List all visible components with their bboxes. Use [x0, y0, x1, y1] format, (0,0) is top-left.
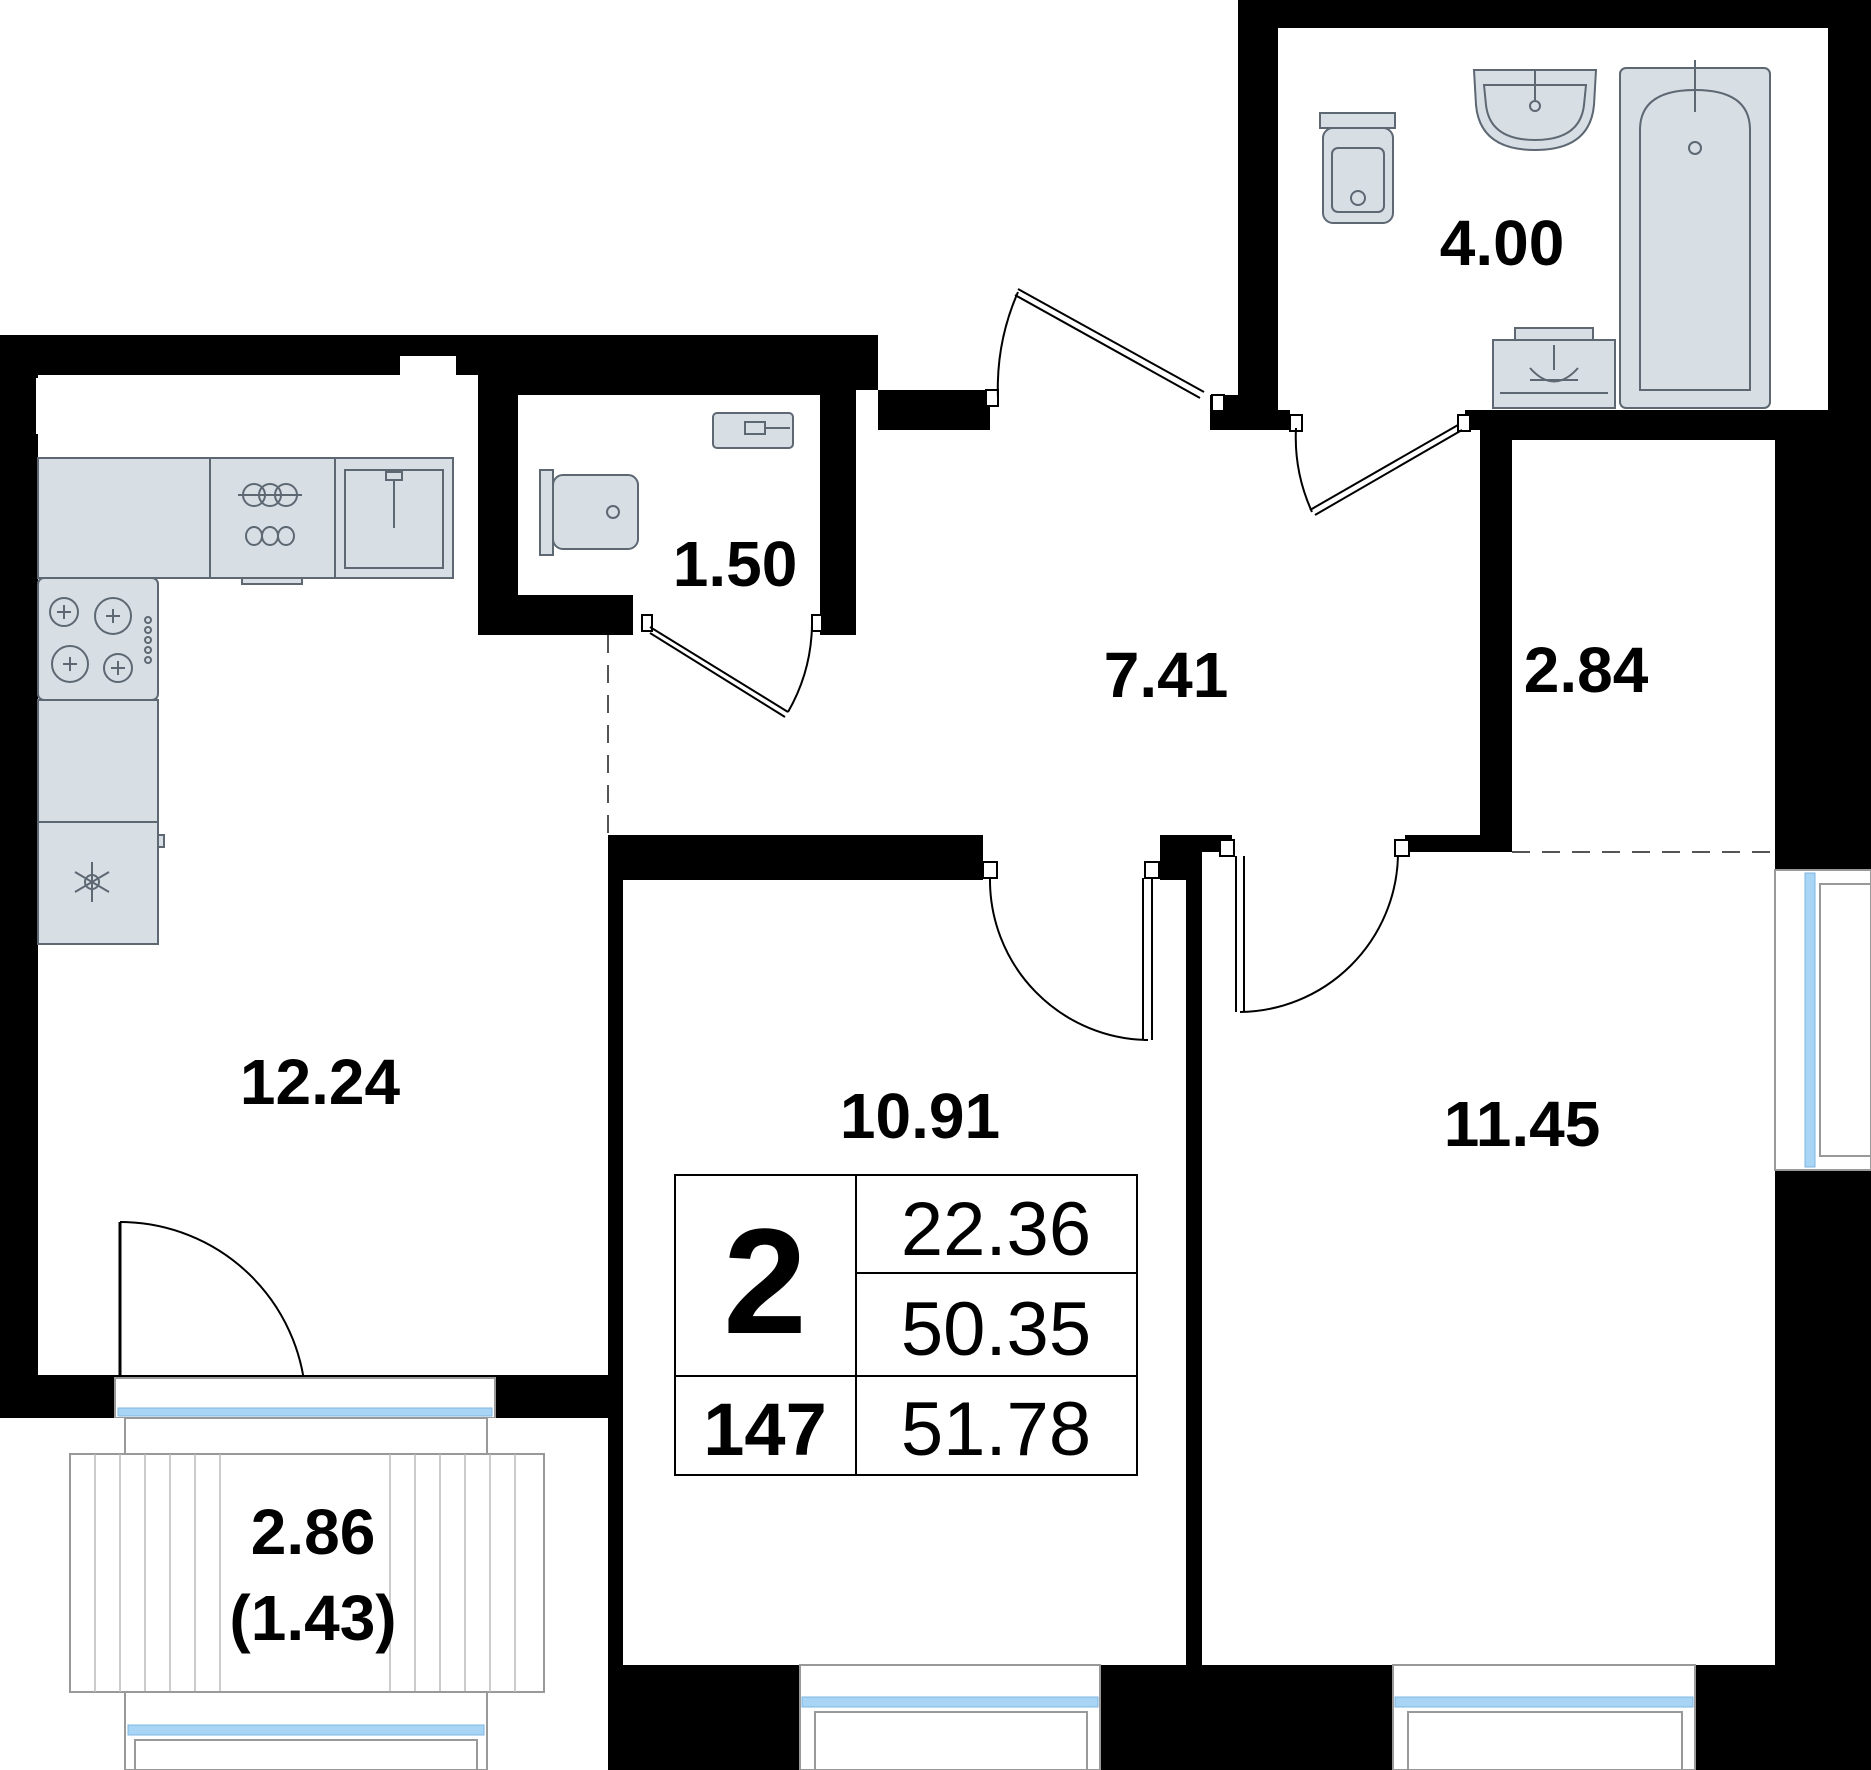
bedroom-left-area-label: 10.91 — [840, 1080, 1000, 1152]
toilet-icon — [539, 469, 554, 556]
rooms-count: 2 — [723, 1197, 806, 1365]
total-area-value: 50.35 — [901, 1287, 1091, 1372]
hall-area-label: 7.41 — [1104, 639, 1229, 711]
wc-fixtures — [539, 412, 794, 556]
walls-top — [478, 0, 1512, 1665]
oven-icon — [209, 457, 336, 579]
storage-area-label: 2.84 — [1524, 634, 1649, 706]
balcony — [0, 1417, 608, 1770]
kitchen-area-label: 12.24 — [240, 1046, 401, 1118]
bathroom-fixtures — [1319, 60, 1771, 409]
balcony-area-label: 2.86 — [251, 1496, 376, 1568]
apartment-number: 147 — [703, 1388, 826, 1471]
toilet-icon — [1319, 112, 1396, 129]
room-labels: 4.00 1.50 7.41 2.84 12.24 10.91 11.45 2.… — [229, 207, 1648, 1654]
windows — [114, 869, 1871, 1770]
kitchen-fixtures — [37, 457, 454, 945]
balcony-reduced-area-label: (1.43) — [229, 1582, 396, 1654]
bathtub-icon — [1619, 67, 1771, 409]
bathroom-area-label: 4.00 — [1440, 207, 1565, 279]
wc-area-label: 1.50 — [673, 528, 798, 600]
living-area-value: 22.36 — [901, 1187, 1091, 1272]
washbasin-icon — [712, 412, 794, 449]
doors — [118, 288, 1471, 1409]
balcony-railing — [94, 1454, 516, 1692]
cooktop-icon — [37, 577, 159, 701]
total-with-balcony-value: 51.78 — [901, 1387, 1091, 1472]
bedroom-right-area-label: 11.45 — [1444, 1088, 1601, 1160]
summary-table: 2 147 22.36 50.35 51.78 — [674, 1174, 1138, 1476]
